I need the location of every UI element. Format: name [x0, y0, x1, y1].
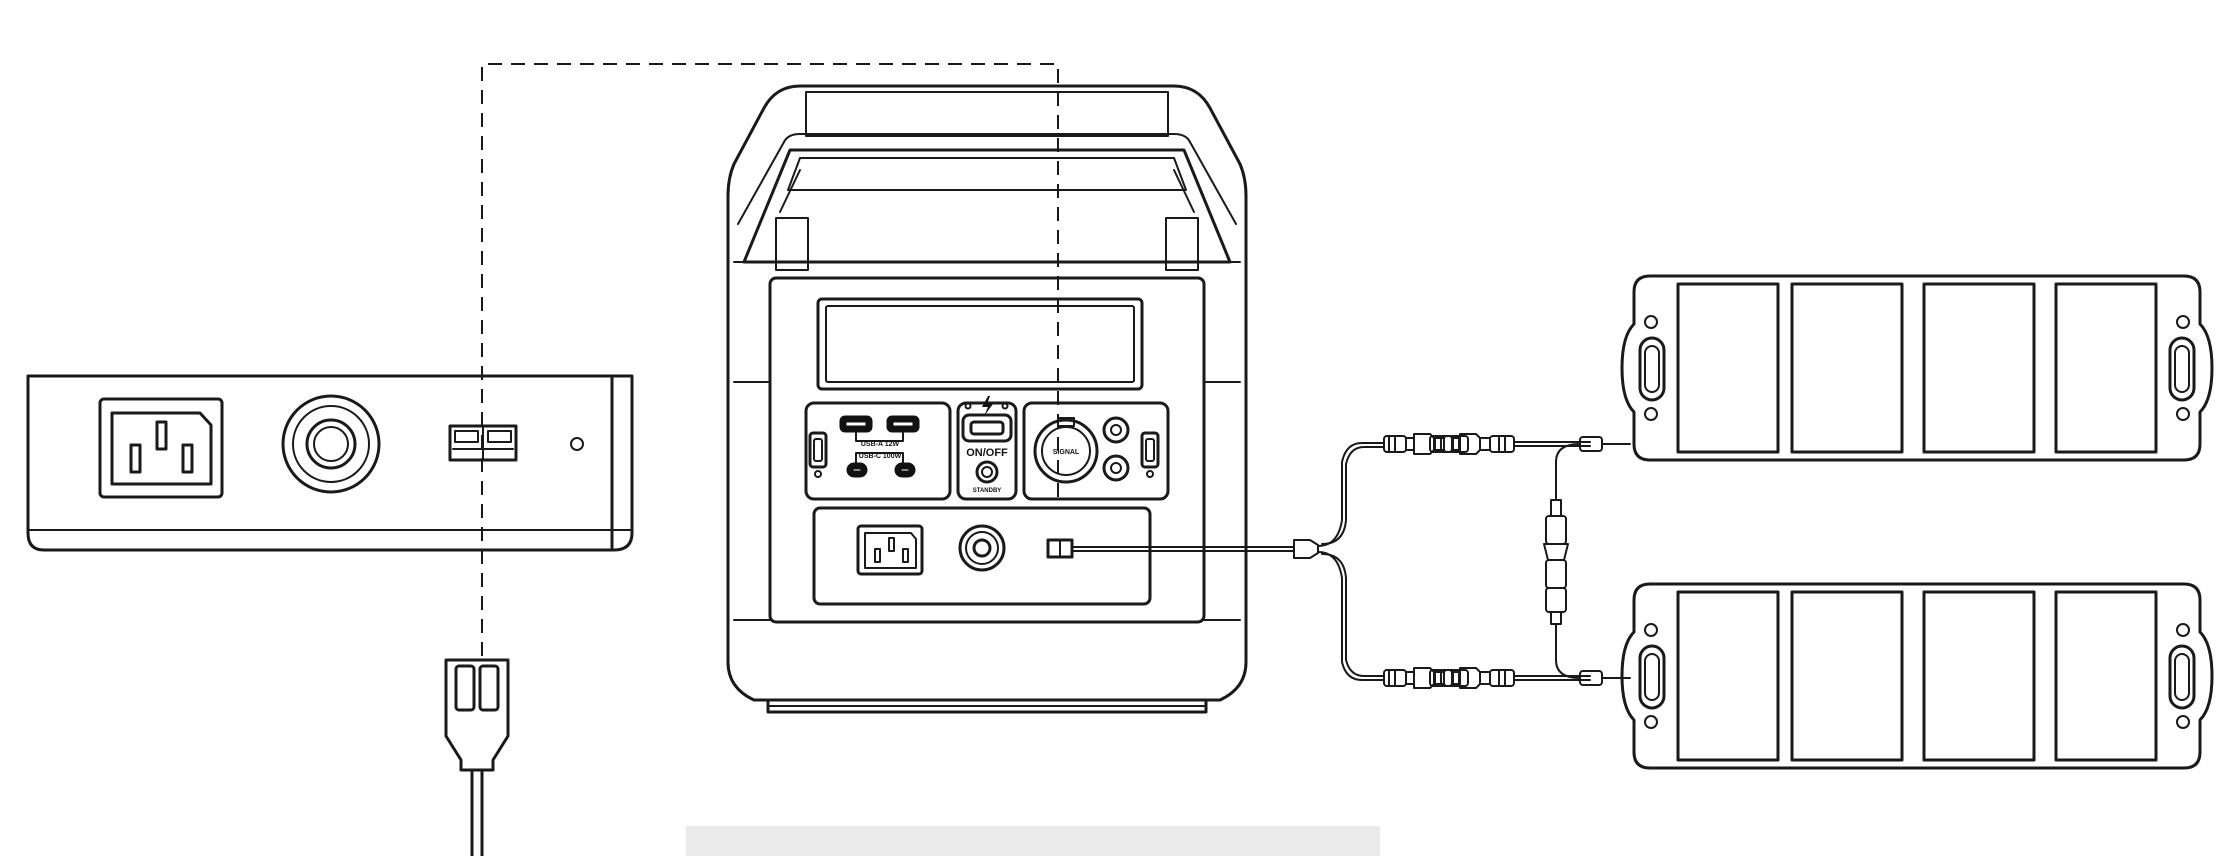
dc-barrel-port-icon [958, 524, 1006, 572]
dc-module: SIGNAL [1022, 401, 1170, 501]
input-module [812, 506, 1152, 606]
dc-barrel-port-icon [281, 394, 381, 494]
side-panel-closeup [26, 374, 634, 552]
ac-inlet-icon [98, 397, 224, 499]
usb-a-label: USB-A 12W [861, 441, 900, 448]
solar-panel-icon [1620, 582, 2214, 770]
power-station: USB-A 12W USB-C 100W ON/OFF STANDBY [726, 84, 1248, 714]
standby-label: STANDBY [973, 488, 1002, 494]
signal-label: SIGNAL [1053, 449, 1080, 456]
on-off-label: ON/OFF [966, 447, 1008, 459]
usb-c-label: USB-C 100W [859, 453, 902, 460]
ac-inlet-icon [856, 524, 924, 576]
mc4-connector-icon [1543, 515, 1569, 613]
solar-cabling [1071, 433, 1631, 689]
power-button-icon [961, 413, 1013, 443]
cigarette-socket-icon: SIGNAL [1033, 417, 1099, 484]
led-indicator-icon [570, 437, 584, 451]
side-usb-slot-right [1140, 431, 1160, 478]
footer-bar [686, 826, 1380, 856]
lcd-screen [816, 297, 1144, 391]
anderson-port-icon [1046, 538, 1074, 559]
usb-c-port-icon [846, 462, 916, 478]
solar-panel-icon [1620, 274, 2214, 462]
side-usb-slot-left [808, 431, 828, 478]
lightning-icon [964, 396, 1009, 416]
power-button-module: ON/OFF STANDBY [956, 396, 1018, 501]
guide-line [481, 63, 1059, 656]
dc5521-port-icon [1102, 416, 1130, 482]
usb-a-port-icon [839, 415, 920, 433]
usb-module: USB-A 12W USB-C 100W [804, 401, 952, 501]
charging-plug-icon [444, 658, 510, 856]
